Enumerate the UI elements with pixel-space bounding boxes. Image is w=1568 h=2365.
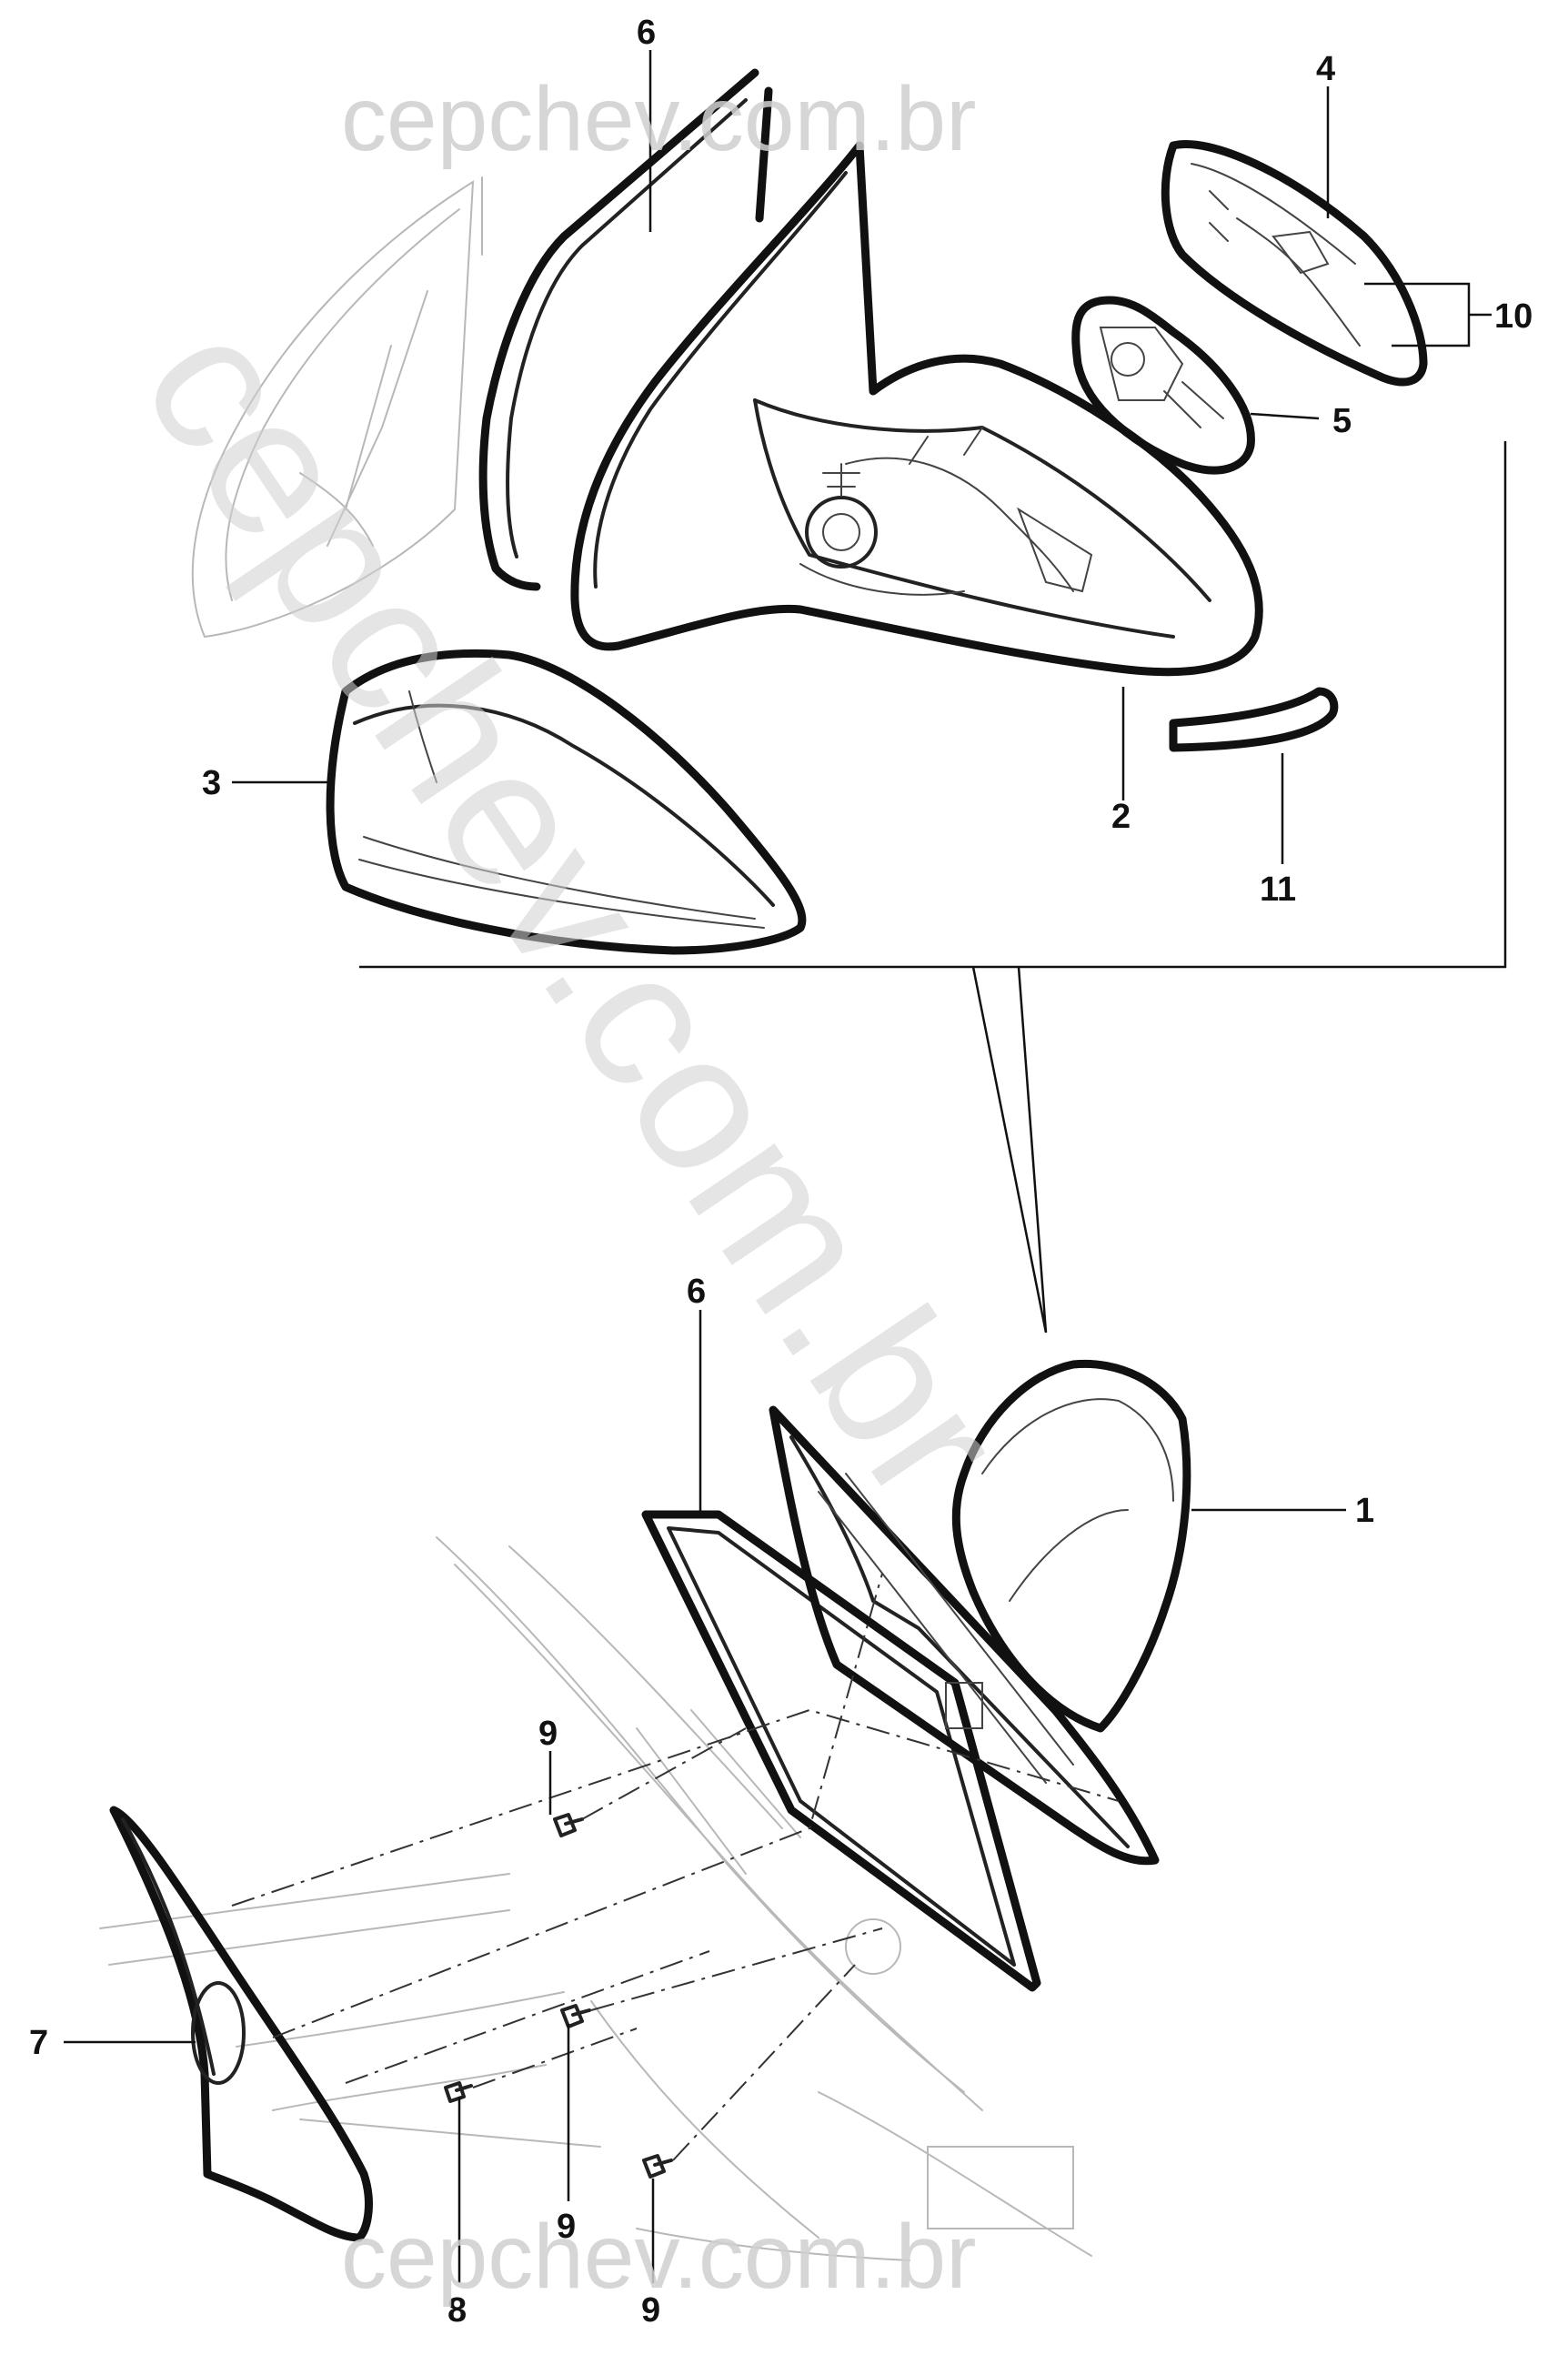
clip-bracket-10: [1364, 282, 1492, 347]
mirror-base-housing: [570, 141, 1263, 677]
ghost-door-frame: [99, 1536, 1092, 2261]
callout-2: 2: [1111, 798, 1131, 836]
mirror-assembly: [769, 1359, 1191, 1866]
callout-10: 10: [1494, 297, 1533, 336]
callout-9-b: 9: [557, 2208, 576, 2246]
watermark-diagonal: cepchev.com.br: [102, 283, 1048, 1538]
callout-6-top: 6: [637, 14, 656, 52]
callout-1: 1: [1355, 1492, 1374, 1530]
mirror-seal-gasket-bottom: [641, 1510, 1041, 1992]
detail-frame-lines: [359, 441, 1507, 1333]
alignment-lines: [231, 1573, 1120, 2161]
watermark-bottom: cepchev.com.br: [341, 2206, 976, 2308]
callout-5: 5: [1332, 402, 1352, 440]
watermark-top: cepchev.com.br: [341, 68, 976, 170]
leader-lines: [64, 50, 1346, 2283]
callout-7: 7: [29, 2024, 48, 2062]
mirror-seal-gasket-top: [478, 68, 773, 591]
callout-6-bottom: 6: [687, 1273, 706, 1311]
mirror-actuator-motor: [1071, 296, 1255, 475]
interior-corner-trim: [109, 1806, 373, 2242]
callout-8: 8: [447, 2291, 467, 2330]
callout-9-c: 9: [641, 2291, 660, 2330]
screw-9-a: [553, 1813, 584, 1837]
callout-11: 11: [1260, 871, 1296, 909]
callout-3: 3: [202, 764, 221, 802]
callout-4: 4: [1316, 50, 1335, 88]
callout-9-a: 9: [538, 1715, 558, 1753]
mirror-cover: [326, 649, 807, 955]
mirror-glass: [1161, 140, 1428, 387]
trim-strip: [1169, 687, 1339, 752]
screw-9-c: [642, 2154, 673, 2179]
clip-8: [444, 2081, 473, 2103]
ghost-mirror-outline: [191, 176, 483, 639]
screw-9-b: [560, 2004, 591, 2028]
